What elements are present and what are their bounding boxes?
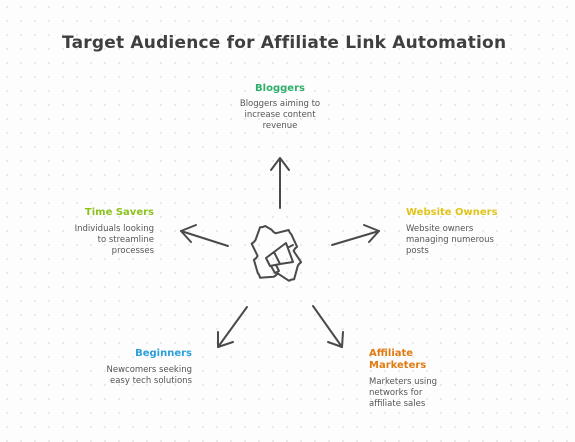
affiliate-marketers-desc-line: affiliate sales — [369, 399, 426, 409]
gear-icon — [250, 225, 303, 282]
arrow-to-time-savers — [180, 224, 229, 247]
bloggers-desc-line: revenue — [262, 121, 298, 131]
beginners-title: Beginners — [135, 348, 192, 359]
audience-bloggers: Bloggers Bloggers aiming to increase con… — [225, 83, 335, 132]
website-owners-description: Website owners managing numerous posts — [406, 224, 546, 257]
website-owners-desc-line: managing numerous — [406, 235, 494, 245]
time-savers-title: Time Savers — [84, 207, 154, 218]
time-savers-description: Individuals looking to streamline proces… — [30, 224, 154, 257]
beginners-description: Newcomers seeking easy tech solutions — [70, 365, 192, 387]
affiliate-marketers-desc-line: networks for — [369, 388, 423, 398]
audience-affiliate-marketers: Affiliate Marketers Marketers using netw… — [369, 348, 489, 410]
affiliate-marketers-desc-line: Marketers using — [369, 377, 438, 387]
bloggers-description: Bloggers aiming to increase content reve… — [225, 99, 335, 132]
affiliate-marketers-description: Marketers using networks for affiliate s… — [369, 377, 489, 410]
arrow-to-affiliate-marketers — [312, 305, 344, 348]
bloggers-desc-line: increase content — [244, 110, 316, 120]
affiliate-marketers-title-line: Marketers — [369, 360, 427, 371]
website-owners-desc-line: Website owners — [406, 224, 474, 234]
arrow-to-website-owners — [331, 224, 380, 246]
beginners-desc-line: easy tech solutions — [109, 376, 192, 386]
website-owners-title: Website Owners — [406, 207, 498, 218]
affiliate-marketers-title: Affiliate Marketers — [369, 348, 489, 372]
time-savers-desc-line: to streamline — [97, 235, 154, 245]
audience-website-owners: Website Owners Website owners managing n… — [406, 207, 546, 257]
audience-beginners: Beginners Newcomers seeking easy tech so… — [70, 348, 192, 387]
time-savers-desc-line: processes — [111, 246, 154, 256]
time-savers-desc-line: Individuals looking — [74, 224, 154, 234]
arrow-to-beginners — [217, 306, 248, 348]
website-owners-desc-line: posts — [406, 246, 429, 256]
bloggers-title: Bloggers — [255, 83, 305, 94]
page-title: Target Audience for Affiliate Link Autom… — [62, 33, 507, 53]
arrow-to-bloggers — [270, 157, 290, 209]
megaphone-icon — [265, 242, 294, 274]
beginners-desc-line: Newcomers seeking — [106, 365, 192, 375]
affiliate-marketers-title-line: Affiliate — [369, 348, 414, 359]
bloggers-desc-line: Bloggers aiming to — [239, 99, 321, 109]
audience-time-savers: Time Savers Individuals looking to strea… — [30, 207, 154, 257]
